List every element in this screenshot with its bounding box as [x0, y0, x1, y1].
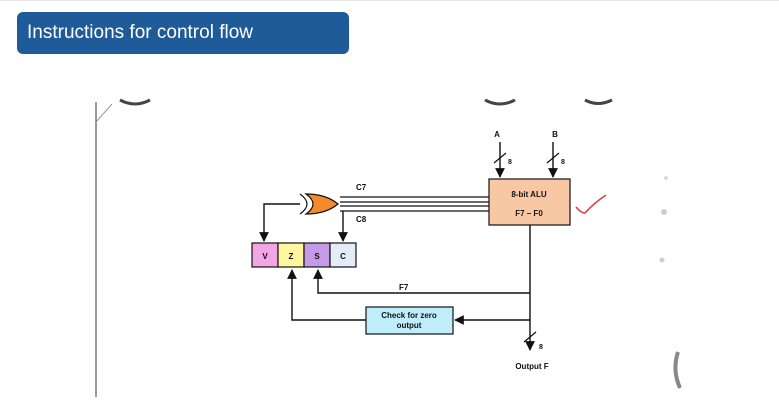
frame-corner-mark: [95, 103, 113, 123]
alu-title: 8-bit ALU: [511, 190, 546, 199]
input-a-bus-slash: [493, 152, 507, 164]
check-mark-annotation: [575, 194, 607, 214]
decor-arc-4: [673, 351, 682, 389]
diagram-frame: [96, 102, 674, 397]
zero-check-label-line2: output: [397, 321, 422, 330]
flag-v-cell: [251, 242, 279, 268]
xor-gate-input-arc: [299, 193, 308, 215]
flag-s-cell: [303, 242, 331, 268]
decor-dot-2: [659, 257, 665, 263]
flag-v-label: V: [262, 252, 268, 261]
alu-block: [488, 178, 571, 226]
flag-c-cell: [329, 242, 357, 268]
decor-arc-3: [584, 98, 613, 105]
decor-arc-2: [484, 98, 516, 106]
output-width: 8: [539, 344, 543, 351]
c7-label: C7: [356, 183, 367, 192]
flag-c-label: C: [340, 252, 346, 261]
output-label: Output F: [515, 362, 548, 371]
xor-to-overflow-wire: [259, 203, 300, 242]
input-b-label: B: [552, 130, 558, 139]
input-a-width: 8: [508, 159, 512, 166]
decor-dot-1: [661, 209, 667, 215]
zero-check-block: [365, 306, 454, 335]
input-b-bus-slash: [546, 152, 560, 164]
slide-title: Instructions for control flow: [17, 12, 349, 54]
zero-check-label-line1: Check for zero: [381, 311, 437, 320]
flag-z-cell: [277, 242, 305, 268]
alu-outputs: F7 – F0: [515, 209, 543, 218]
c8-label: C8: [356, 215, 367, 224]
flag-s-label: S: [314, 252, 320, 261]
f7-to-sign-wire: [313, 269, 530, 294]
output-bus-slash: [523, 331, 537, 343]
f7-label: F7: [399, 283, 409, 292]
flag-z-label: Z: [289, 252, 294, 261]
input-a-label: A: [494, 130, 500, 139]
decor-dot-3: [664, 176, 668, 180]
decor-arc-1: [119, 98, 151, 106]
input-b-width: 8: [561, 159, 565, 166]
top-divider: [0, 0, 779, 1]
xor-gate: [304, 193, 339, 215]
zero-check-to-zero-flag-wire: [287, 269, 366, 321]
